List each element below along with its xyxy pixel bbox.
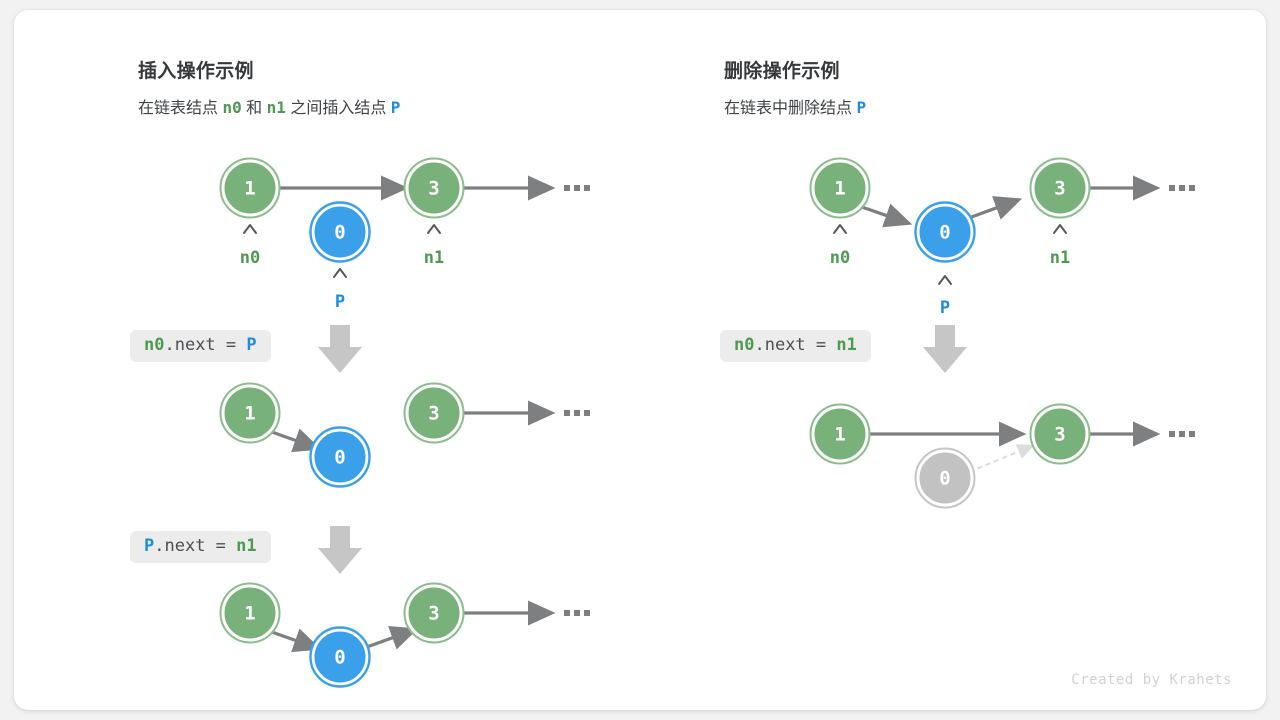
node-value: 3 — [428, 603, 439, 625]
node-n1: 3 — [403, 382, 465, 444]
remove-step2-code: n0.next = n1 — [720, 330, 871, 362]
ellipsis-dots — [564, 610, 590, 616]
subtitle-text-1: 在链表结点 — [138, 100, 223, 117]
caret-n0 — [833, 224, 847, 234]
node-value: 0 — [939, 468, 950, 490]
insert-step3-code: P.next = n1 — [130, 531, 271, 563]
code-token-p: P — [144, 536, 155, 556]
node-p: 0 — [309, 626, 371, 688]
caret-n0 — [243, 224, 257, 234]
ellipsis-dots — [1169, 431, 1195, 437]
ellipsis-dots — [564, 410, 590, 416]
node-n1: 3 — [403, 157, 465, 219]
insert-step2-code: n0.next = P — [130, 330, 271, 362]
node-p: 0 — [309, 201, 371, 263]
subtitle-text-3: 之间插入结点 — [285, 100, 391, 117]
node-removed: 0 — [914, 447, 976, 509]
step-down-arrow-2 — [318, 526, 362, 574]
remove-step1-group: 1 0 3 n0 — [809, 157, 1195, 318]
pointer-label-p: P — [335, 292, 345, 312]
pointer-label-n1: n1 — [424, 248, 444, 268]
code-token-next: .next = — [164, 335, 247, 355]
caret-n1 — [1053, 224, 1067, 234]
node-n0: 1 — [809, 157, 871, 219]
arrow-n0-to-p — [268, 428, 322, 453]
insert-step2-group: 1 0 3 — [219, 382, 590, 488]
node-n0: 1 — [219, 582, 281, 644]
step-down-arrow-1 — [318, 325, 362, 373]
subtitle-token-p: P — [856, 98, 867, 117]
node-value: 3 — [1054, 178, 1065, 200]
insert-panel-subtitle: 在链表结点 n0 和 n1 之间插入结点 P — [138, 94, 400, 118]
node-value: 3 — [428, 403, 439, 425]
insert-step1-group: 1 0 3 — [219, 157, 590, 312]
node-value: 0 — [334, 447, 345, 469]
caret-n1 — [427, 224, 441, 234]
code-token-n1: n1 — [836, 335, 857, 355]
node-value: 3 — [428, 178, 439, 200]
code-token-n1: n1 — [236, 536, 257, 556]
diagram-card: 插入操作示例 在链表结点 n0 和 n1 之间插入结点 P n0.next = … — [14, 10, 1266, 710]
node-n0: 1 — [809, 403, 871, 465]
node-n1: 3 — [1029, 157, 1091, 219]
arrow-p-to-n1 — [363, 626, 419, 650]
pointer-label-n1: n1 — [1050, 248, 1070, 268]
code-token-next: .next = — [154, 536, 237, 556]
ellipsis-dots — [564, 185, 590, 191]
arrow-n0-to-p — [268, 628, 322, 653]
pointer-label-n0: n0 — [830, 248, 850, 268]
node-p: 0 — [309, 426, 371, 488]
panel-insert: 插入操作示例 在链表结点 n0 和 n1 之间插入结点 P n0.next = … — [14, 10, 640, 710]
node-value: 1 — [244, 603, 255, 625]
pointer-label-p: P — [940, 298, 950, 318]
node-p: 0 — [914, 201, 976, 263]
node-value: 0 — [334, 222, 345, 244]
subtitle-token-p: P — [390, 98, 401, 117]
remove-panel-title: 删除操作示例 — [724, 61, 840, 82]
ellipsis-dots — [1169, 185, 1195, 191]
code-token-p: P — [246, 335, 257, 355]
node-value: 1 — [244, 403, 255, 425]
node-n0: 1 — [219, 157, 281, 219]
arrow-n0-to-p — [858, 203, 913, 228]
pointer-label-n0: n0 — [240, 248, 260, 268]
panel-remove: 删除操作示例 在链表中删除结点 P n0.next = n1 — [640, 10, 1266, 710]
node-value: 3 — [1054, 424, 1065, 446]
step-down-arrow-1 — [923, 325, 967, 373]
node-value: 0 — [334, 647, 345, 669]
insert-diagram-svg: 1 0 3 — [219, 157, 590, 688]
caret-p — [333, 268, 347, 278]
code-token-n0: n0 — [144, 335, 165, 355]
insert-panel-title: 插入操作示例 — [138, 61, 254, 82]
subtitle-token-n1: n1 — [266, 98, 286, 117]
caret-p — [938, 275, 952, 285]
node-value: 1 — [244, 178, 255, 200]
node-n0: 1 — [219, 382, 281, 444]
node-value: 1 — [834, 424, 845, 446]
node-value: 0 — [939, 222, 950, 244]
remove-diagram-svg: 1 0 3 n0 — [809, 157, 1195, 509]
code-token-n0: n0 — [734, 335, 755, 355]
node-n1: 3 — [1029, 403, 1091, 465]
node-value: 1 — [834, 178, 845, 200]
remove-step2-group: 1 0 3 — [809, 403, 1195, 509]
credit-label: Created by Krahets — [1071, 672, 1232, 688]
insert-step3-group: 1 0 3 — [219, 582, 590, 688]
subtitle-token-n0: n0 — [222, 98, 242, 117]
code-token-next: .next = — [754, 335, 837, 355]
subtitle-text-1: 在链表中删除结点 — [724, 100, 857, 117]
subtitle-text-2: 和 — [241, 100, 267, 117]
node-n1: 3 — [403, 582, 465, 644]
remove-panel-subtitle: 在链表中删除结点 P — [724, 94, 866, 118]
arrow-removed-to-n1-dashed — [968, 444, 1035, 473]
